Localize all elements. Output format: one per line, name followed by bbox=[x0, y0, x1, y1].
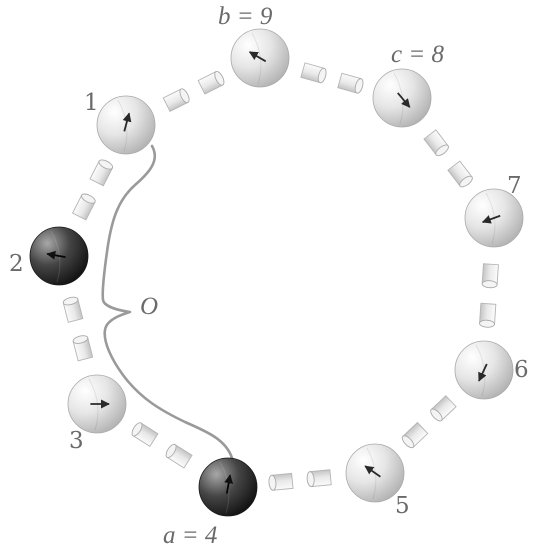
connector-cylinder bbox=[300, 62, 327, 84]
node-2-spin-arrow bbox=[46, 250, 66, 260]
node-5-spin-arrow bbox=[364, 465, 381, 478]
node-6-sphere bbox=[454, 340, 514, 400]
connector-cylinder bbox=[268, 472, 294, 491]
node-a-label: a = 4 bbox=[163, 522, 217, 549]
connector-cylinder bbox=[306, 469, 332, 488]
node-3-label: 3 bbox=[69, 428, 84, 454]
node-a-spin-arrow bbox=[224, 474, 234, 494]
node-c-sphere bbox=[372, 68, 432, 128]
connector-cylinder bbox=[401, 421, 429, 449]
connector-cylinder bbox=[72, 335, 94, 362]
node-b-spin-arrow bbox=[248, 51, 267, 63]
node-6-label: 6 bbox=[514, 357, 529, 383]
node-5-label: 5 bbox=[395, 493, 410, 519]
node-2-sphere bbox=[29, 226, 89, 286]
connector-cylinder bbox=[162, 88, 190, 112]
node-c-label-text: c = 8 bbox=[391, 41, 444, 68]
connector-cylinder bbox=[165, 443, 193, 469]
connector-cylinder bbox=[447, 160, 473, 188]
node-a-label-text: a = 4 bbox=[163, 522, 217, 549]
connector-cylinder bbox=[197, 70, 225, 95]
node-7-sphere bbox=[464, 188, 524, 248]
brace-o bbox=[101, 144, 234, 460]
node-1-spin-arrow bbox=[122, 112, 132, 132]
node-7-label: 7 bbox=[507, 173, 522, 199]
node-5-sphere bbox=[345, 443, 405, 503]
node-b-sphere bbox=[230, 28, 290, 88]
sphere-layer bbox=[29, 28, 524, 517]
node-1-label: 1 bbox=[84, 90, 99, 116]
node-7-spin-arrow bbox=[481, 214, 501, 224]
connector-cylinder bbox=[479, 302, 497, 328]
connector-cylinder bbox=[430, 395, 457, 422]
node-b-label: b = 9 bbox=[218, 3, 273, 30]
node-2-label: 2 bbox=[9, 251, 24, 277]
connector-cylinder bbox=[71, 193, 96, 221]
node-c-label: c = 8 bbox=[391, 41, 444, 68]
connector-cylinder bbox=[62, 296, 84, 323]
connector-cylinder bbox=[89, 159, 114, 187]
connector-cylinder bbox=[481, 263, 499, 289]
connector-cylinder bbox=[337, 72, 364, 94]
connector-cylinder bbox=[131, 422, 159, 448]
node-c-spin-arrow bbox=[397, 92, 411, 108]
node-a-sphere bbox=[198, 457, 258, 517]
node-1-sphere bbox=[96, 95, 156, 155]
connector-layer bbox=[62, 62, 499, 491]
brace-label: O bbox=[140, 293, 158, 320]
node-b-label-text: b = 9 bbox=[218, 3, 273, 30]
node-3-sphere bbox=[67, 374, 127, 434]
connector-cylinder bbox=[423, 129, 449, 157]
node-6-spin-arrow bbox=[478, 363, 488, 382]
